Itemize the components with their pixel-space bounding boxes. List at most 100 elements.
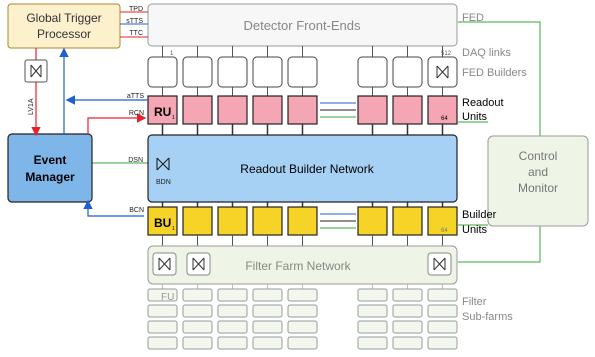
readout-unit[interactable] <box>427 95 458 125</box>
lv1a-switch-icon <box>24 59 48 83</box>
filter-unit <box>357 320 388 334</box>
dsn-label: DSN <box>128 157 143 164</box>
bu-last-index: 64 <box>441 228 448 234</box>
tpd-label: TPD <box>129 6 143 13</box>
filter-unit <box>147 336 178 350</box>
filter-subfarms-grid <box>147 284 458 350</box>
rcn-label: RCN <box>129 110 144 117</box>
readout-unit[interactable] <box>392 95 423 125</box>
bcn-link <box>83 199 144 217</box>
builder-label-2: Units <box>462 224 488 236</box>
fu-label: FU <box>161 292 174 303</box>
ru-last-index: 64 <box>441 116 448 122</box>
builder-unit[interactable] <box>252 206 283 236</box>
fed-builder <box>287 56 318 88</box>
daq-links-label: DAQ links <box>462 47 511 59</box>
filter-unit <box>392 288 423 302</box>
ru-sub-index: 1 <box>172 115 175 121</box>
filter-unit <box>427 288 458 302</box>
filter-unit <box>147 320 178 334</box>
gtp-label-line2: Processor <box>37 27 91 41</box>
bdn-label: BDN <box>156 179 171 186</box>
builder-unit[interactable] <box>287 206 318 236</box>
filter-unit <box>357 304 388 318</box>
filter-unit <box>182 336 213 350</box>
em-label-line1: Event <box>34 153 67 167</box>
filter-unit <box>392 320 423 334</box>
rcn-link <box>87 113 147 134</box>
fed-builder <box>147 56 178 88</box>
builder-unit[interactable] <box>147 206 178 236</box>
fed-builder <box>217 56 248 88</box>
ru-label: RU <box>154 105 171 119</box>
filter-unit <box>287 304 318 318</box>
readout-label-2: Units <box>462 111 488 123</box>
rbn-title: Readout Builder Network <box>240 162 374 176</box>
fed-index-first: 1 <box>170 51 174 57</box>
readout-unit[interactable] <box>182 95 213 125</box>
builder-unit[interactable] <box>427 206 458 236</box>
bu-label: BU <box>154 216 171 230</box>
ffn-title: Filter Farm Network <box>245 259 351 273</box>
readout-builder-network[interactable]: Readout Builder Network BDN <box>147 134 458 203</box>
bcn-label: BCN <box>129 207 144 214</box>
filter-unit <box>182 304 213 318</box>
filter-label-2: Sub-farms <box>462 311 513 323</box>
builder-unit[interactable] <box>217 206 248 236</box>
control-line1: Control <box>519 149 558 163</box>
filter-unit <box>217 336 248 350</box>
fed-builders-row <box>147 46 458 96</box>
filter-unit <box>252 336 283 350</box>
fed-builders-label: FED Builders <box>462 67 527 79</box>
lv1a-label: LV1A <box>28 98 35 115</box>
filter-unit <box>252 320 283 334</box>
readout-unit[interactable] <box>252 95 283 125</box>
fed-builder <box>252 56 283 88</box>
filter-unit <box>357 336 388 350</box>
trigger-signal-lines: TPD sTTS TTC <box>120 6 148 38</box>
gtp-label-line1: Global Trigger <box>26 11 101 25</box>
readout-unit[interactable] <box>357 95 388 125</box>
filter-unit <box>427 320 458 334</box>
filter-farm-network[interactable]: Filter Farm Network <box>147 245 458 285</box>
bu-sub-index: 1 <box>172 226 175 232</box>
readout-unit[interactable] <box>147 95 178 125</box>
filter-unit <box>357 288 388 302</box>
filter-unit <box>392 304 423 318</box>
em-label-line2: Manager <box>25 170 75 184</box>
filter-label-1: Filter <box>462 296 487 308</box>
readout-label-1: Readout <box>462 97 504 109</box>
filter-unit <box>147 288 178 302</box>
control-and-monitor[interactable]: Control and Monitor <box>487 135 589 227</box>
filter-unit <box>217 320 248 334</box>
builder-unit[interactable] <box>357 206 388 236</box>
filter-unit <box>287 336 318 350</box>
atts-label: aTTS <box>127 93 144 100</box>
fed-builder <box>182 56 213 88</box>
fed-label: FED <box>462 12 484 24</box>
filter-unit <box>427 304 458 318</box>
ttc-label: TTC <box>129 30 143 37</box>
builder-unit[interactable] <box>392 206 423 236</box>
fed-builder <box>392 56 423 88</box>
control-links <box>92 21 541 263</box>
readout-unit[interactable] <box>287 95 318 125</box>
builder-unit[interactable] <box>182 206 213 236</box>
ffn-switch-icon-3 <box>427 252 452 276</box>
builder-label-1: Builder <box>462 209 497 221</box>
control-line3: Monitor <box>518 181 558 195</box>
readout-unit[interactable] <box>217 95 248 125</box>
detector-front-ends[interactable]: Detector Front-Ends <box>147 3 458 47</box>
front-ends-title: Detector Front-Ends <box>243 18 361 33</box>
filter-unit <box>217 288 248 302</box>
filter-unit <box>287 288 318 302</box>
event-manager[interactable]: Event Manager <box>7 133 93 203</box>
fed-builder-switch-icon <box>436 65 449 79</box>
filter-unit <box>252 304 283 318</box>
fed-index-last: 512 <box>441 51 452 57</box>
global-trigger-processor[interactable]: Global Trigger Processor <box>7 3 121 49</box>
stts-label: sTTS <box>126 18 143 25</box>
ffn-switch-icon-2 <box>186 252 211 276</box>
